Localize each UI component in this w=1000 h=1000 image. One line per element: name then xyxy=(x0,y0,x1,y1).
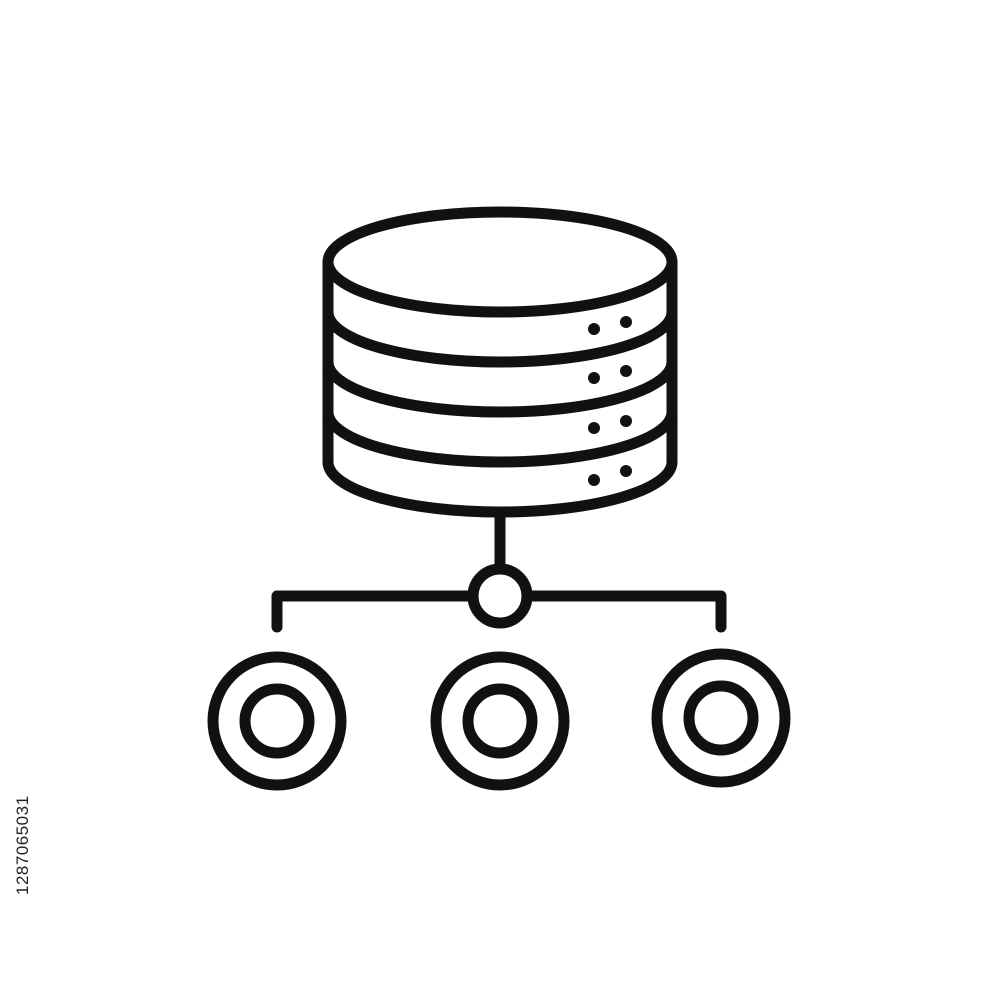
network-connectors xyxy=(271,508,727,633)
database-disk-divider xyxy=(322,306,678,368)
database-disk-divider xyxy=(322,406,678,468)
child-node-icon xyxy=(651,648,791,788)
indicator-dot xyxy=(620,316,632,328)
branch-right-line xyxy=(522,590,727,633)
branch-left-line xyxy=(271,590,478,633)
indicator-lights xyxy=(588,316,632,486)
indicator-dot xyxy=(588,372,600,384)
database-disk-divider xyxy=(322,356,678,418)
indicator-dot xyxy=(588,422,600,434)
database-top-ellipse xyxy=(322,206,678,318)
child-node-icon xyxy=(430,651,570,791)
indicator-dot xyxy=(620,465,632,477)
indicator-dot xyxy=(588,323,600,335)
indicator-dot xyxy=(620,365,632,377)
child-node-icon xyxy=(207,651,347,791)
stock-id-label: 1287065031 xyxy=(13,795,32,895)
indicator-dot xyxy=(620,415,632,427)
database-icon xyxy=(322,206,678,518)
hub-node-icon xyxy=(467,563,533,629)
indicator-dot xyxy=(588,474,600,486)
